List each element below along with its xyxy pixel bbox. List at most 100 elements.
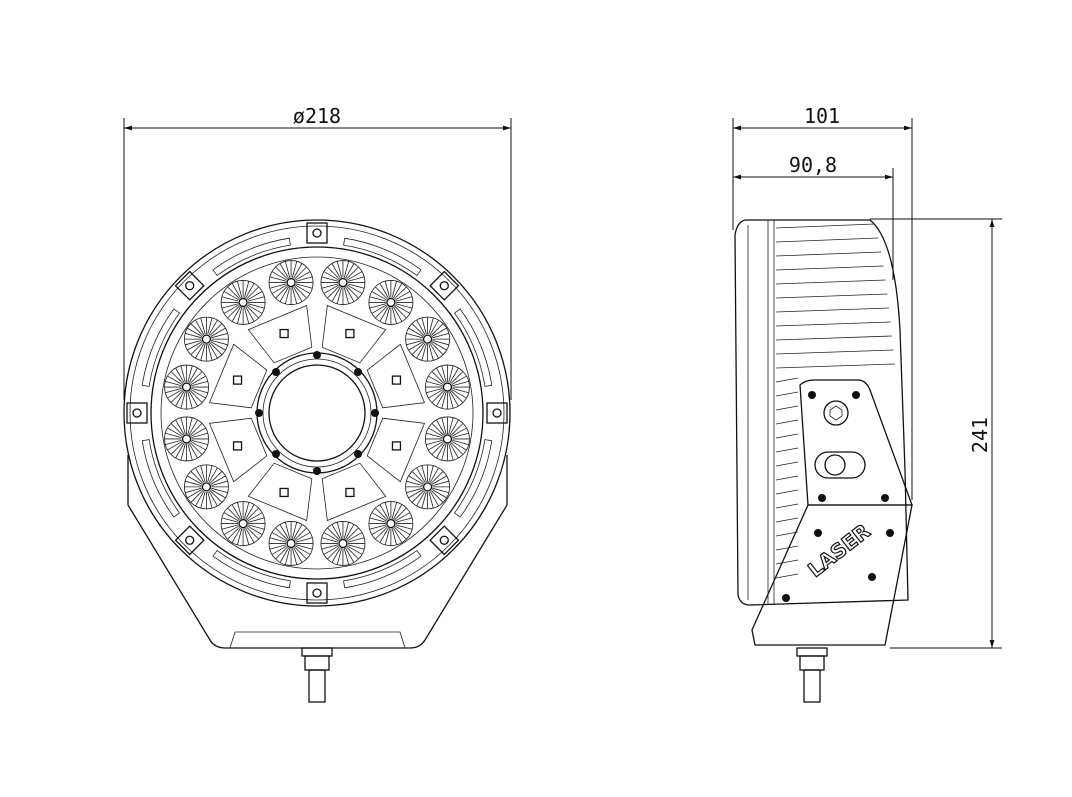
mounting-tab xyxy=(126,402,148,424)
bezel-slot xyxy=(141,308,181,387)
led-icon xyxy=(181,434,192,444)
reflector-facet xyxy=(448,443,454,461)
bezel-slot xyxy=(141,439,181,518)
mounting-tab xyxy=(429,270,460,301)
reflector-facet xyxy=(431,442,445,455)
reflector-cup xyxy=(425,416,470,462)
reflector-facet xyxy=(448,365,454,383)
reflector-facet xyxy=(211,480,228,486)
reflector-facet xyxy=(395,524,413,530)
inner-reflector xyxy=(247,462,313,522)
reflector-facet xyxy=(244,281,250,298)
led-reflector xyxy=(425,364,470,410)
reflector-facet xyxy=(167,375,183,385)
bezel-slot xyxy=(453,439,493,518)
reflector-facet xyxy=(247,291,263,301)
reflector-facet xyxy=(207,491,213,509)
tab-screw-icon xyxy=(439,281,449,291)
reflector-facet xyxy=(436,391,446,407)
reflector-facet xyxy=(430,471,444,484)
reflector-facet xyxy=(190,342,204,355)
reflector-facet xyxy=(395,291,411,301)
reflector-facet xyxy=(331,286,341,302)
reflector-facet xyxy=(167,441,183,451)
tab-screw-icon xyxy=(439,535,449,545)
reflector-facet xyxy=(391,502,397,519)
reflector-cup xyxy=(164,416,209,462)
reflector-facet xyxy=(411,471,425,484)
led-icon xyxy=(422,334,433,344)
reflector-cup xyxy=(220,280,266,325)
reflector-facet xyxy=(369,296,387,302)
led-icon xyxy=(201,334,212,344)
tab-screw-icon xyxy=(312,228,322,238)
reflector-facet xyxy=(271,532,287,542)
reflector-facet xyxy=(347,544,365,550)
inner-led-icon xyxy=(391,375,402,385)
reflector-facet xyxy=(451,427,467,437)
reflector-facet xyxy=(245,306,255,322)
reflector-facet xyxy=(191,432,208,439)
reflector-facet xyxy=(450,442,464,455)
reflector-facet xyxy=(411,342,425,355)
led-reflector xyxy=(425,416,470,462)
reflector-facet xyxy=(430,342,444,355)
reflector-facet xyxy=(195,343,205,359)
led-reflector xyxy=(184,316,229,362)
reflector-facet xyxy=(428,389,444,399)
reflector-facet xyxy=(430,490,444,503)
reflector-facet xyxy=(247,517,265,523)
tab-screw-icon xyxy=(492,408,502,418)
reflector-facet xyxy=(441,417,447,435)
reflector-cup xyxy=(268,260,314,305)
reflector-facet xyxy=(210,475,226,485)
inner-led-icon xyxy=(391,441,402,451)
reflector-facet xyxy=(294,285,307,299)
bracket-screws xyxy=(782,391,894,602)
reflector-facet xyxy=(369,524,387,530)
cooling-fin xyxy=(775,517,799,523)
inner-reflector xyxy=(208,343,268,409)
led-reflector xyxy=(320,521,366,566)
reflector-facet xyxy=(347,283,365,289)
reflector-facet xyxy=(245,504,255,520)
mounting-tab xyxy=(429,525,460,556)
reflector-facet xyxy=(331,547,341,563)
inner-reflector xyxy=(247,304,313,364)
bezel-slot xyxy=(212,549,291,589)
reflector-facet xyxy=(323,284,339,294)
reflector-facet xyxy=(347,284,363,294)
led-icon xyxy=(181,382,192,392)
reflector-facet xyxy=(451,375,467,385)
reflector-facet xyxy=(371,304,387,314)
reflector-facet xyxy=(369,303,387,309)
cooling-fin xyxy=(775,237,879,243)
cooling-fin xyxy=(775,279,886,285)
reflector-facet xyxy=(436,367,446,383)
reflector-facet xyxy=(210,327,226,337)
flange-bolt-icon xyxy=(313,467,321,475)
reflector-facet xyxy=(175,443,185,459)
reflector-facet xyxy=(336,522,343,539)
inner-led-icon xyxy=(279,487,289,498)
bezel-slot xyxy=(212,237,291,277)
reflector-facet xyxy=(271,284,287,294)
reflector-facet xyxy=(170,442,184,455)
reflector-facet xyxy=(247,512,263,522)
reflector-facet xyxy=(295,544,313,550)
reflector-facet xyxy=(210,341,226,351)
reflector-facet xyxy=(165,432,182,439)
reflector-facet xyxy=(375,526,388,540)
reflector-facet xyxy=(394,305,407,319)
led-icon xyxy=(338,538,348,549)
side-bracket-lower xyxy=(751,504,913,646)
reflector-facet xyxy=(167,427,183,437)
reflector-facet xyxy=(347,532,363,542)
mounting-tab xyxy=(486,402,508,424)
reflector-facet xyxy=(209,471,223,484)
led-icon xyxy=(422,482,433,492)
side-body-outline xyxy=(734,219,909,606)
reflector-facet xyxy=(336,261,343,278)
center-lens xyxy=(268,364,366,462)
